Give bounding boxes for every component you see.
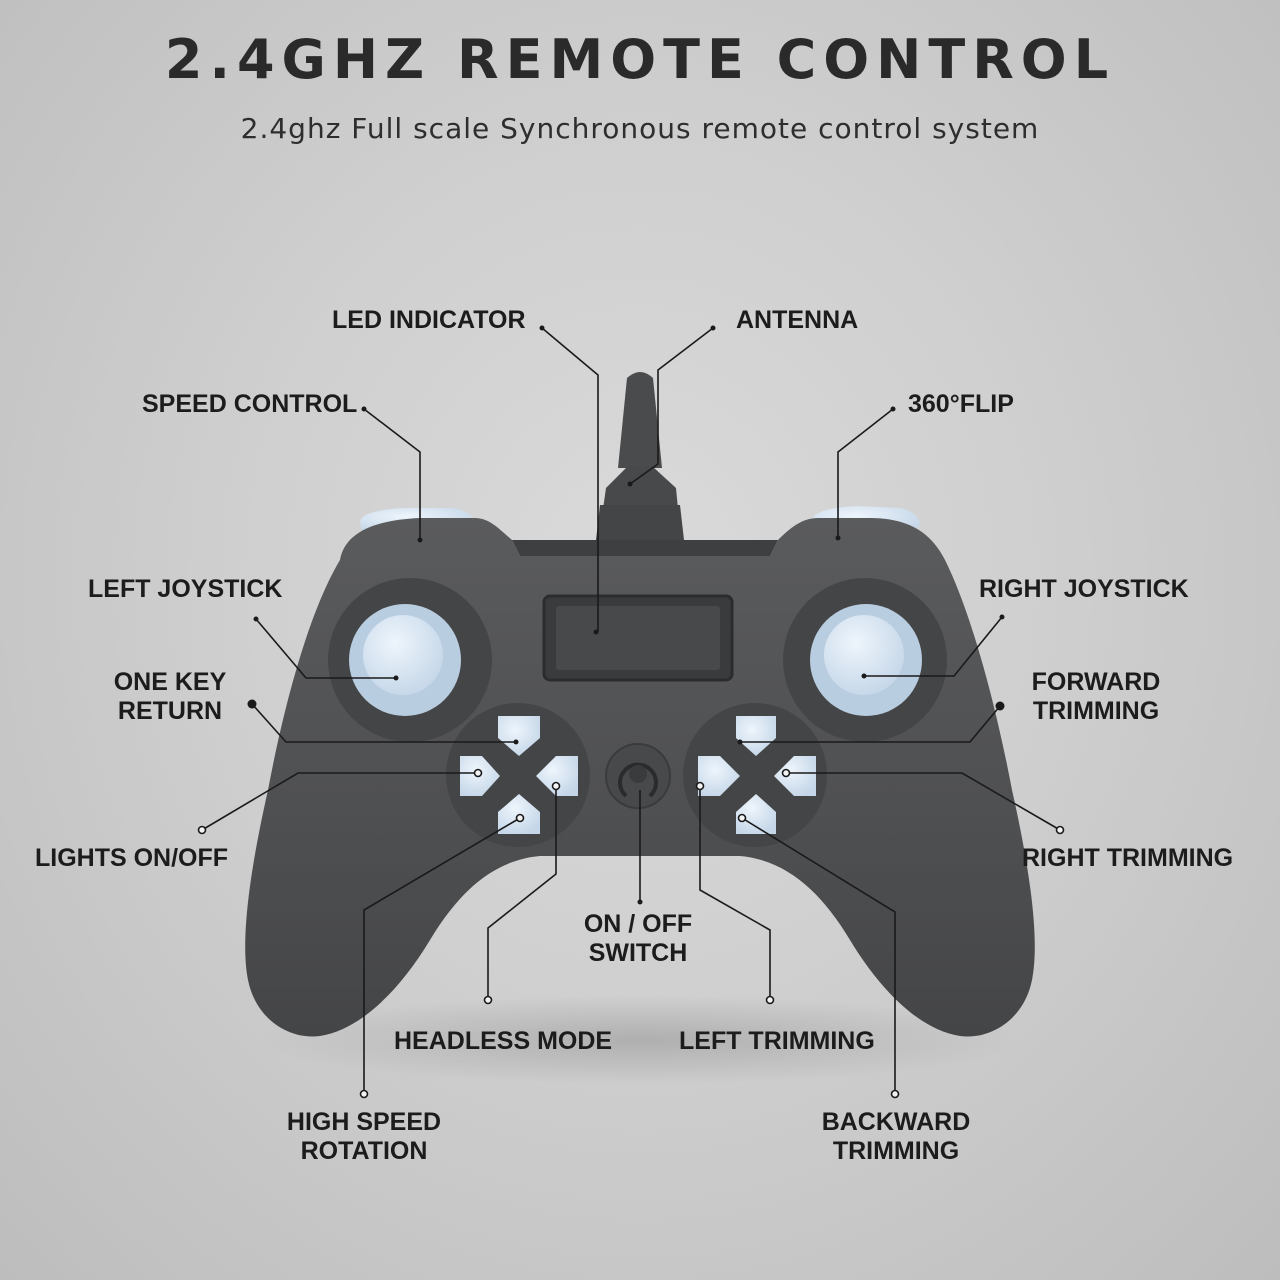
left-joystick[interactable] <box>349 604 461 716</box>
label-backward-trimming: BACKWARD TRIMMING <box>821 1108 971 1165</box>
label-right-trimming: RIGHT TRIMMING <box>1022 844 1234 872</box>
led-indicator-screen <box>542 594 734 682</box>
page-title: 2.4GHZ REMOTE CONTROL <box>164 28 1116 91</box>
label-left-joystick: LEFT JOYSTICK <box>88 575 283 603</box>
right-trimming-button[interactable] <box>774 756 816 796</box>
label-on-off-switch: ON / OFF SWITCH <box>583 910 693 967</box>
label-antenna: ANTENNA <box>736 306 859 334</box>
label-forward-trimming: FORWARD TRIMMING <box>1031 668 1161 725</box>
power-switch[interactable] <box>605 743 671 809</box>
one-key-return-button[interactable] <box>498 716 540 756</box>
controller-shadow <box>260 995 1020 1085</box>
forward-trimming-button[interactable] <box>736 716 776 756</box>
left-trimming-button[interactable] <box>698 756 740 796</box>
label-one-key-return: ONE KEY RETURN <box>113 668 227 725</box>
right-joystick[interactable] <box>810 604 922 716</box>
label-left-trimming: LEFT TRIMMING <box>679 1027 875 1055</box>
page-subtitle: 2.4ghz Full scale Synchronous remote con… <box>240 112 1040 145</box>
backward-trimming-button[interactable] <box>736 794 776 834</box>
antenna <box>596 372 684 540</box>
label-speed-control: SPEED CONTROL <box>142 390 358 418</box>
headless-mode-button[interactable] <box>536 756 578 796</box>
label-led-indicator: LED INDICATOR <box>332 306 526 334</box>
label-lights: LIGHTS ON/OFF <box>35 844 229 872</box>
label-360-flip: 360°FLIP <box>908 390 1014 418</box>
leader-lines <box>197 325 1065 1099</box>
label-headless-mode: HEADLESS MODE <box>394 1027 613 1055</box>
label-high-speed-rotation: HIGH SPEED ROTATION <box>286 1108 442 1165</box>
label-right-joystick: RIGHT JOYSTICK <box>979 575 1189 603</box>
